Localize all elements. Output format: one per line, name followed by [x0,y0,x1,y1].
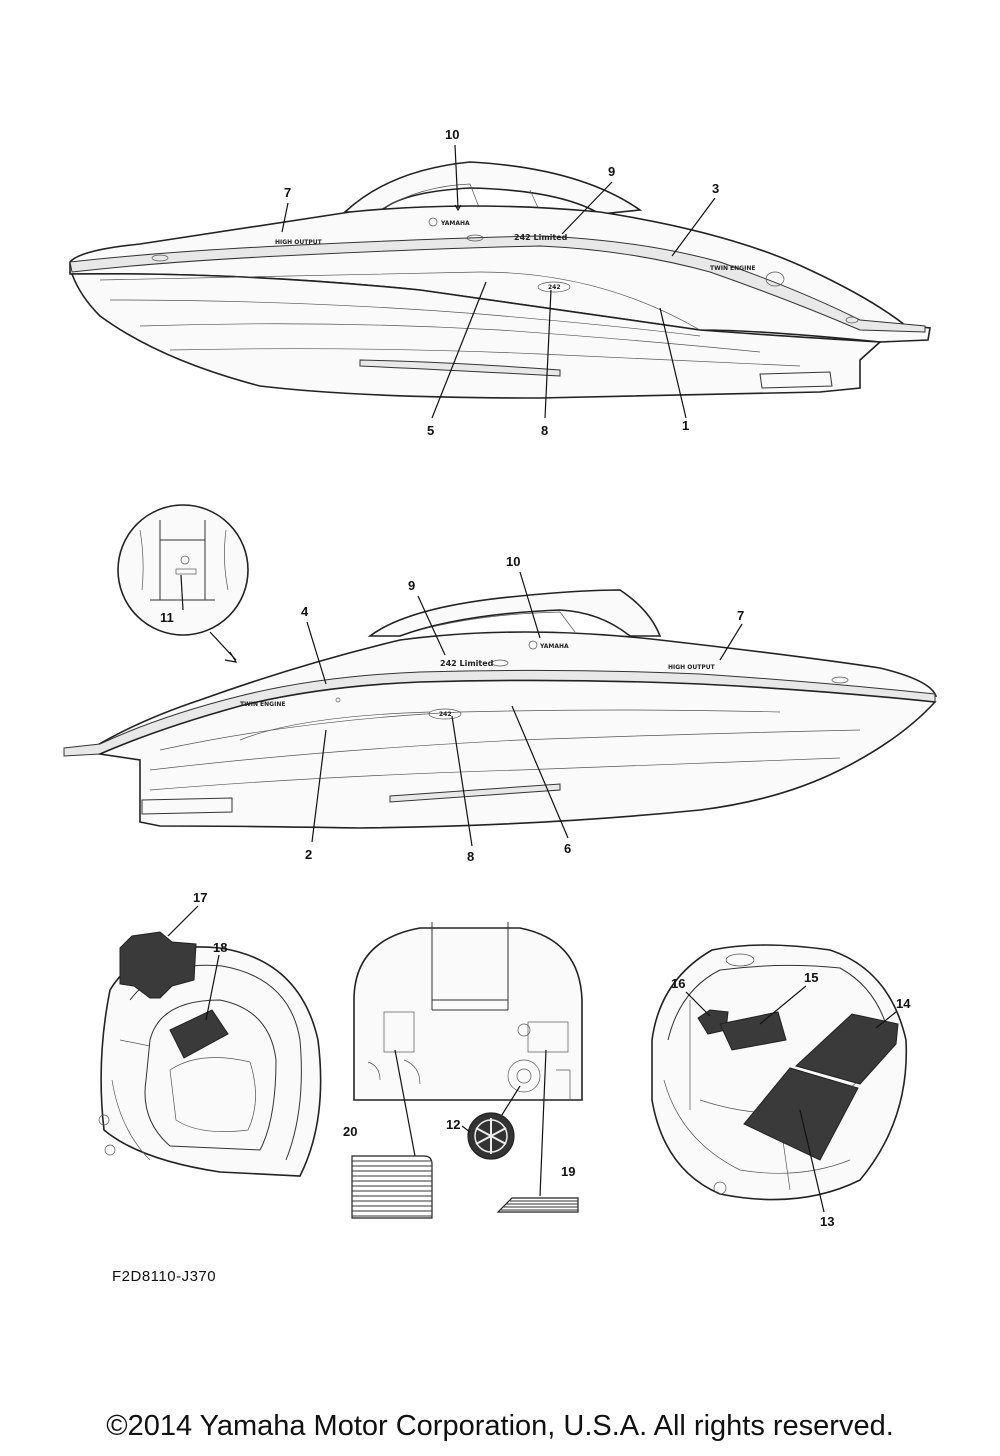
diagram-part-code: F2D8110-J370 [112,1268,217,1285]
callout-7-top: 7 [284,185,291,200]
callout-2-middle: 2 [305,847,312,862]
callout-1-top: 1 [682,418,689,433]
mat-17 [119,931,197,999]
stern-deck-view: 16 15 14 13 [651,944,911,1229]
decal-high-output-text-port: HIGH OUTPUT [668,664,716,671]
bow-cockpit-view: 17 18 [98,890,322,1177]
mat-18 [169,1009,229,1059]
callout-17-bottom: 17 [193,890,207,905]
decal-twin-engine-text: TWIN ENGINE [710,265,755,272]
callout-8-top: 8 [541,423,548,438]
callout-9-middle: 9 [408,578,415,593]
decal-badge-text-port: 242 [439,711,452,718]
decal-brand-text: YAMAHA [440,220,470,227]
decal-badge-text: 242 [548,284,561,291]
helm-view: 12 20 19 [343,922,583,1219]
callout-7-middle: 7 [737,608,744,623]
callout-20-bottom: 20 [343,1124,357,1139]
callout-10-top: 10 [445,127,459,142]
callout-8-middle: 8 [467,849,474,864]
strip-19 [496,1197,579,1213]
callout-9-top: 9 [608,164,615,179]
detail-inset-circle [117,504,249,636]
decal-twin-engine-text-port: TWIN ENGINE [240,701,285,708]
copyright-notice: ©2014 Yamaha Motor Corporation, U.S.A. A… [106,1410,894,1442]
callout-14-bottom: 14 [896,996,911,1011]
callout-15-bottom: 15 [804,970,818,985]
mat-16 [697,1009,729,1035]
boat-starboard-view: HIGH OUTPUT YAMAHA 242 Limited TWIN ENGI… [69,127,931,438]
callout-6-middle: 6 [564,841,571,856]
callout-4-middle: 4 [301,604,309,619]
callout-19-bottom: 19 [561,1164,575,1179]
callout-12-bottom: 12 [446,1117,460,1132]
callout-11-middle: 11 [160,610,174,625]
callout-5-top: 5 [427,423,434,438]
panel-20 [351,1155,433,1219]
callout-13-bottom: 13 [820,1214,834,1229]
callout-16-bottom: 16 [671,976,685,991]
decal-model-text-port: 242 Limited [440,659,494,668]
decal-high-output-text: HIGH OUTPUT [275,239,323,246]
decal-brand-text-port: YAMAHA [539,643,569,650]
boat-port-view: 11 YAMAHA 242 Limited HIGH OUTPUT TWIN E… [63,504,938,864]
mat-14 [795,1013,899,1085]
callout-3-top: 3 [712,181,719,196]
callout-18-bottom: 18 [213,940,227,955]
decal-model-text: 242 Limited [514,233,568,242]
mat-15 [719,1011,787,1051]
callout-10-middle: 10 [506,554,520,569]
